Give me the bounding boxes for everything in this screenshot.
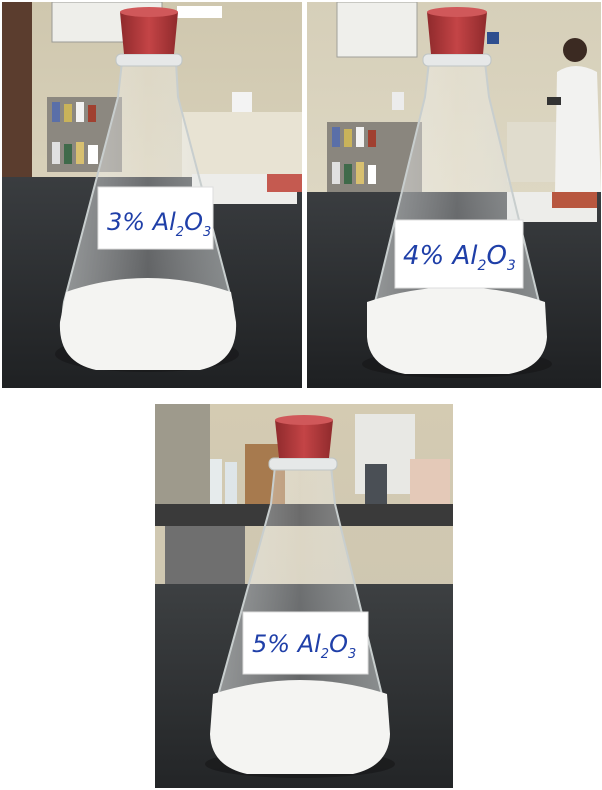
background-person: [547, 38, 601, 192]
background-sign: [177, 6, 222, 18]
red-stopper: [120, 12, 178, 54]
flask-label: 3% Al2O3: [97, 186, 214, 250]
background-bottles: [332, 92, 404, 184]
label-subscript: 2: [478, 258, 487, 274]
flask-photo-svg: 3% Al2O3: [2, 2, 302, 388]
background-bottles: [52, 92, 252, 164]
red-stopper: [275, 420, 333, 458]
label-main-text: 5% Al: [252, 630, 321, 658]
background-cabinet: [2, 2, 32, 202]
red-stopper: [427, 12, 487, 54]
svg-text:5% Al2O3: 5% Al2O3: [252, 630, 356, 662]
photo-flask-4-percent: 4% Al2O3: [307, 2, 601, 388]
label-subscript: 2: [321, 647, 329, 662]
flask: [362, 7, 552, 378]
white-liquid: [59, 278, 237, 370]
label-subscript: 2: [176, 225, 184, 240]
svg-text:3% Al2O3: 3% Al2O3: [107, 208, 211, 240]
white-liquid: [210, 680, 390, 774]
photo-flask-3-percent: 3% Al2O3: [2, 2, 302, 388]
label-subscript: 3: [203, 225, 211, 240]
flask-photo-svg: 5% Al2O3: [155, 404, 453, 788]
svg-text:4% Al2O3: 4% Al2O3: [403, 241, 516, 274]
label-subscript: 3: [348, 647, 356, 662]
label-mid-text: O: [486, 241, 506, 271]
flask-label: 4% Al2O3: [394, 219, 524, 289]
flask-photo-svg: 4% Al2O3: [307, 2, 601, 388]
flask-label: 5% Al2O3: [242, 611, 369, 675]
label-mid-text: O: [329, 630, 348, 658]
label-subscript: 3: [507, 258, 516, 274]
flask: [55, 7, 239, 372]
label-main-text: 4% Al: [403, 241, 478, 271]
photo-flask-5-percent: 5% Al2O3: [155, 404, 453, 788]
background-poster: [336, 2, 418, 58]
white-liquid: [367, 287, 547, 374]
label-main-text: 3% Al: [107, 208, 176, 236]
label-mid-text: O: [184, 208, 203, 236]
